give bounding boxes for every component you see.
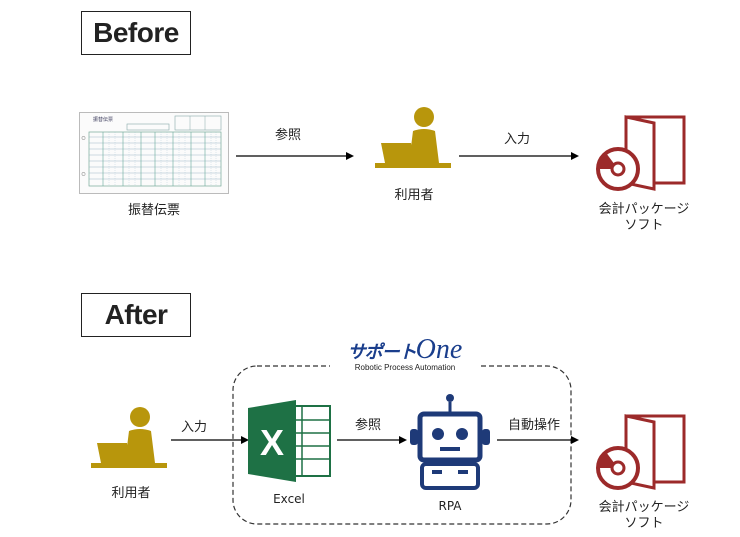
after-arrow-reference	[337, 436, 407, 444]
excel-label: Excel	[273, 492, 305, 506]
brand-logo: サポートOne Robotic Process Automation	[330, 334, 480, 377]
brand-tagline: Robotic Process Automation	[354, 363, 456, 372]
before-arrow-input	[459, 152, 579, 160]
brand-name-en: One	[415, 334, 463, 365]
voucher-document-image: 振替伝票	[79, 112, 229, 194]
after-user-icon	[91, 407, 167, 468]
after-section-label: After	[81, 293, 191, 337]
rpa-robot-icon	[410, 394, 490, 490]
after-arrow-auto-operation	[497, 436, 579, 444]
excel-icon: X	[248, 400, 331, 482]
after-arrow-input	[171, 436, 249, 444]
after-arrow-reference-label: 参照	[354, 418, 381, 433]
after-arrow-auto-operation-label: 自動操作	[507, 418, 560, 433]
rpa-label: RPA	[438, 499, 462, 513]
voucher-form-title: 振替伝票	[93, 116, 113, 123]
before-accounting-software-label: 会計パッケージ ソフト	[598, 202, 690, 233]
before-arrow-reference-label: 参照	[274, 128, 301, 143]
after-user-label: 利用者	[111, 486, 151, 501]
before-user-icon	[375, 107, 451, 168]
before-user-label: 利用者	[394, 188, 434, 203]
after-arrow-input-label: 入力	[180, 420, 207, 435]
voucher-label: 振替伝票	[127, 203, 180, 218]
before-accounting-software-icon	[596, 115, 686, 191]
svg-text:X: X	[260, 422, 284, 463]
before-section-label: Before	[81, 11, 191, 55]
before-arrow-reference	[236, 152, 354, 160]
after-accounting-software-icon	[596, 414, 686, 490]
before-arrow-input-label: 入力	[503, 132, 530, 147]
brand-name-kana: サポート	[347, 342, 417, 363]
after-accounting-software-label: 会計パッケージ ソフト	[598, 500, 690, 531]
